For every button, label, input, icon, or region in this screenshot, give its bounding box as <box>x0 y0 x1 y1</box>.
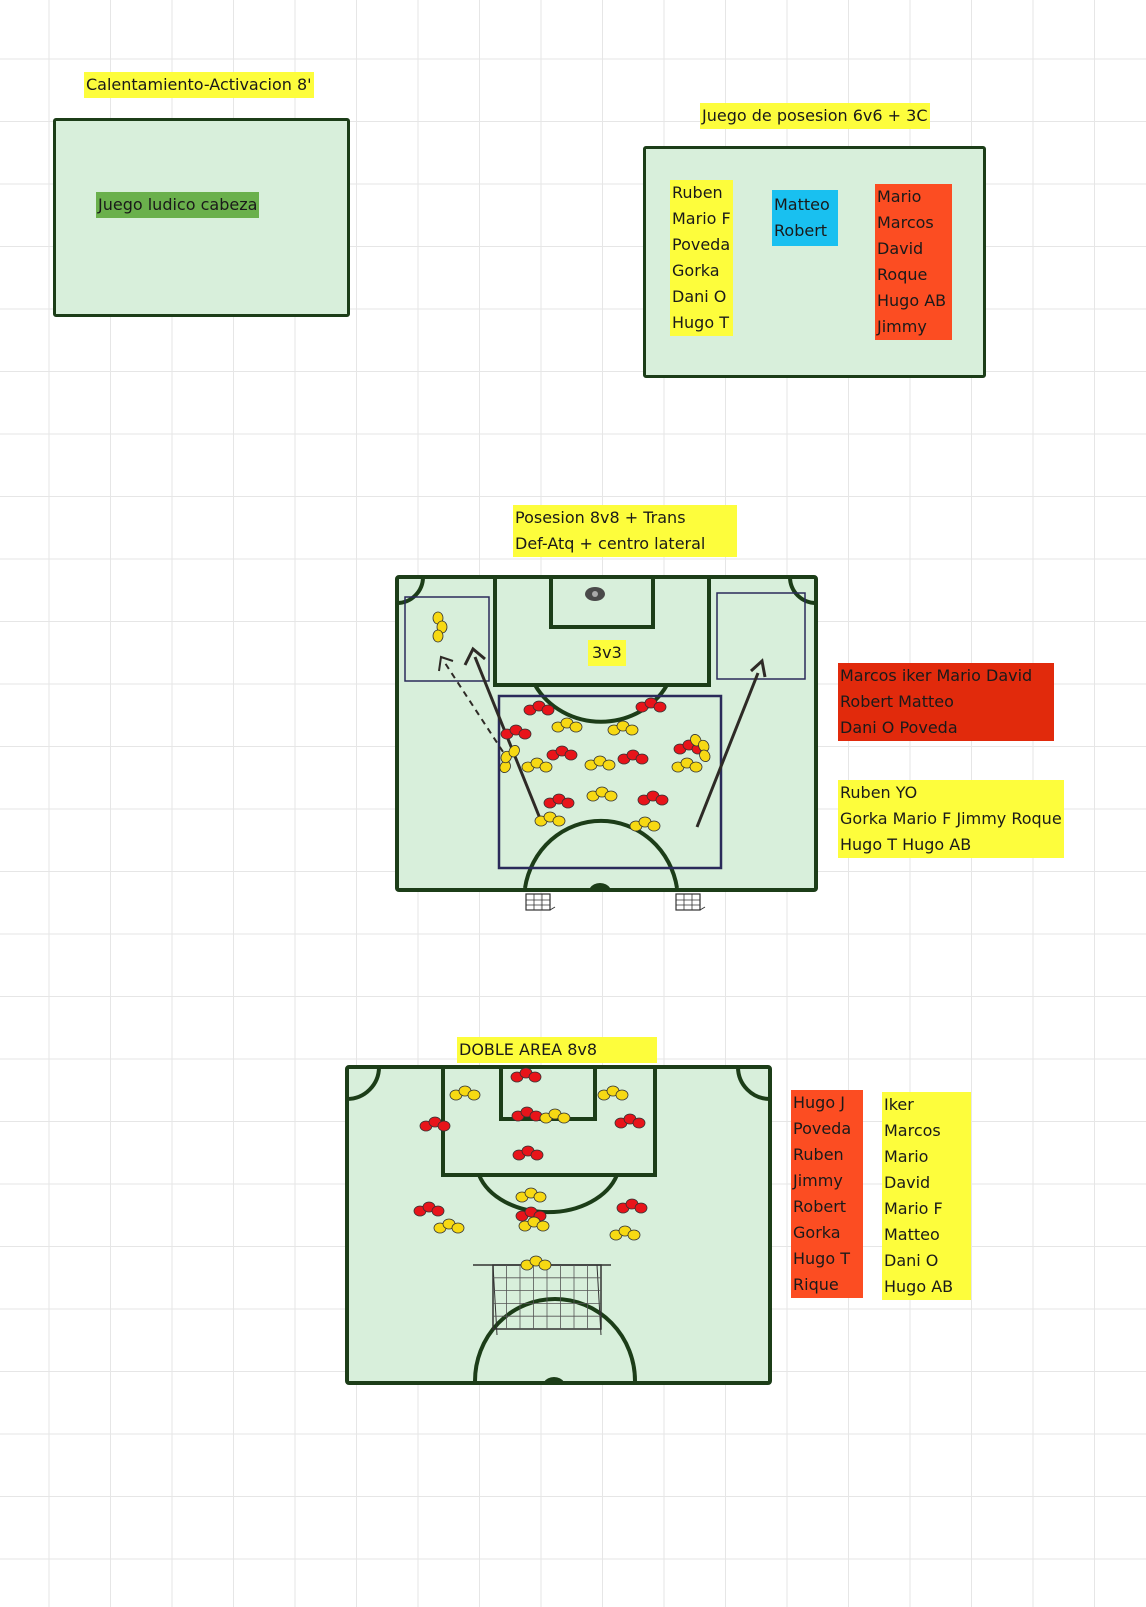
warmup-title: Calentamiento-Activacion 8' <box>84 72 314 98</box>
cone-marker-icon <box>510 1067 542 1083</box>
player-name: Matteo <box>884 1225 940 1244</box>
cone-marker-icon <box>449 1085 481 1101</box>
player-name: Ruben <box>672 183 723 202</box>
player-group: Ruben YO <box>840 783 918 802</box>
cone-marker-icon <box>518 1216 550 1232</box>
team-red-list: Marcos iker Mario David Robert Matteo Da… <box>838 663 1055 741</box>
cone-marker-icon <box>500 724 532 740</box>
cone-marker-icon <box>617 749 649 765</box>
player-name: Iker <box>884 1095 914 1114</box>
player-name: David <box>877 239 924 258</box>
team-yellow-groups: Ruben YO Gorka Mario F Jimmy Roque Hugo … <box>838 780 1064 858</box>
cone-marker-icon <box>543 793 575 809</box>
player-name: Hugo AB <box>884 1277 954 1296</box>
warmup-field-label: Juego ludico cabeza <box>96 192 260 218</box>
cone-marker-icon <box>616 1198 648 1214</box>
team-yellow-list: Ruben Mario F Poveda Gorka Dani O Hugo T <box>670 180 733 336</box>
cone-marker-icon <box>607 720 639 736</box>
cone-marker-icon <box>520 1255 552 1271</box>
player-name: Hugo AB <box>877 291 947 310</box>
player-group: Robert Matteo <box>840 692 954 711</box>
player-name: Gorka <box>672 261 720 280</box>
player-name: Mario <box>884 1147 929 1166</box>
cone-marker-icon <box>419 1116 451 1132</box>
cone-marker-icon <box>629 816 661 832</box>
cone-marker-icon <box>690 734 711 762</box>
cone-marker-icon <box>521 757 553 773</box>
team-yellow-list-2: Iker Marcos Mario David Mario F Matteo D… <box>882 1092 972 1300</box>
player-name: Marcos <box>877 213 934 232</box>
cone-marker-icon <box>546 745 578 761</box>
player-group: Gorka Mario F Jimmy Roque <box>840 809 1062 828</box>
cone-marker-icon <box>512 1145 544 1161</box>
cone-marker-icon <box>515 1187 547 1203</box>
mini-goal-icon <box>675 893 706 911</box>
cone-marker-icon <box>635 697 667 713</box>
player-name: Hugo J <box>793 1093 845 1112</box>
player-name: Poveda <box>793 1119 852 1138</box>
cone-marker-icon <box>614 1113 646 1129</box>
player-name: Robert <box>774 221 828 240</box>
player-name: Hugo T <box>672 313 729 332</box>
player-name: Poveda <box>672 235 731 254</box>
team-orange-list: Mario Marcos David Roque Hugo AB Jimmy <box>875 184 953 340</box>
title-line: Def-Atq + centro lateral <box>515 534 706 553</box>
cone-marker-icon <box>609 1225 641 1241</box>
player-name: Jimmy <box>793 1171 843 1190</box>
cone-marker-icon <box>584 755 616 771</box>
double-area-pitch <box>345 1065 772 1385</box>
team-orange-list-2: Hugo J Poveda Ruben Jimmy Robert Gorka H… <box>791 1090 864 1298</box>
player-name: Mario F <box>884 1199 943 1218</box>
cone-marker-icon <box>432 611 448 643</box>
player-name: Mario <box>877 187 922 206</box>
player-name: Gorka <box>793 1223 841 1242</box>
possession-6v6-title: Juego de posesion 6v6 + 3C <box>700 103 930 129</box>
cone-marker-icon <box>511 1106 543 1122</box>
player-name: Marcos <box>884 1121 941 1140</box>
cone-marker-icon <box>586 786 618 802</box>
cone-marker-icon <box>637 790 669 806</box>
goalkeeper-marker-icon <box>585 587 605 601</box>
title-line: Posesion 8v8 + Trans <box>515 508 686 527</box>
half-pitch-diagram <box>395 575 818 892</box>
team-blue-list: Matteo Robert <box>772 190 838 246</box>
cone-marker-icon <box>597 1085 629 1101</box>
cone-marker-icon <box>534 811 566 827</box>
cone-marker-icon <box>671 757 703 773</box>
cone-marker-icon <box>551 717 583 733</box>
cone-marker-icon <box>433 1218 465 1234</box>
possession-8v8-title: Posesion 8v8 + Trans Def-Atq + centro la… <box>513 505 738 557</box>
player-name: Ruben <box>793 1145 844 1164</box>
zone-3v3-label: 3v3 <box>588 640 626 666</box>
cone-marker-icon <box>539 1108 571 1124</box>
player-group: Hugo T Hugo AB <box>840 835 972 854</box>
player-group: Marcos iker Mario David <box>840 666 1033 685</box>
player-name: David <box>884 1173 931 1192</box>
player-name: Hugo T <box>793 1249 850 1268</box>
player-name: Matteo <box>774 195 830 214</box>
player-name: Robert <box>793 1197 847 1216</box>
cone-marker-icon <box>413 1201 445 1217</box>
player-group: Dani O Poveda <box>840 718 958 737</box>
player-name: Jimmy <box>877 317 927 336</box>
player-name: Dani O <box>672 287 727 306</box>
player-name: Dani O <box>884 1251 939 1270</box>
double-area-title: DOBLE AREA 8v8 <box>457 1037 658 1063</box>
cone-marker-icon <box>499 745 520 773</box>
player-name: Rique <box>793 1275 839 1294</box>
player-name: Mario F <box>672 209 731 228</box>
cone-marker-icon <box>523 700 555 716</box>
player-name: Roque <box>877 265 928 284</box>
mini-goal-icon <box>525 893 556 911</box>
